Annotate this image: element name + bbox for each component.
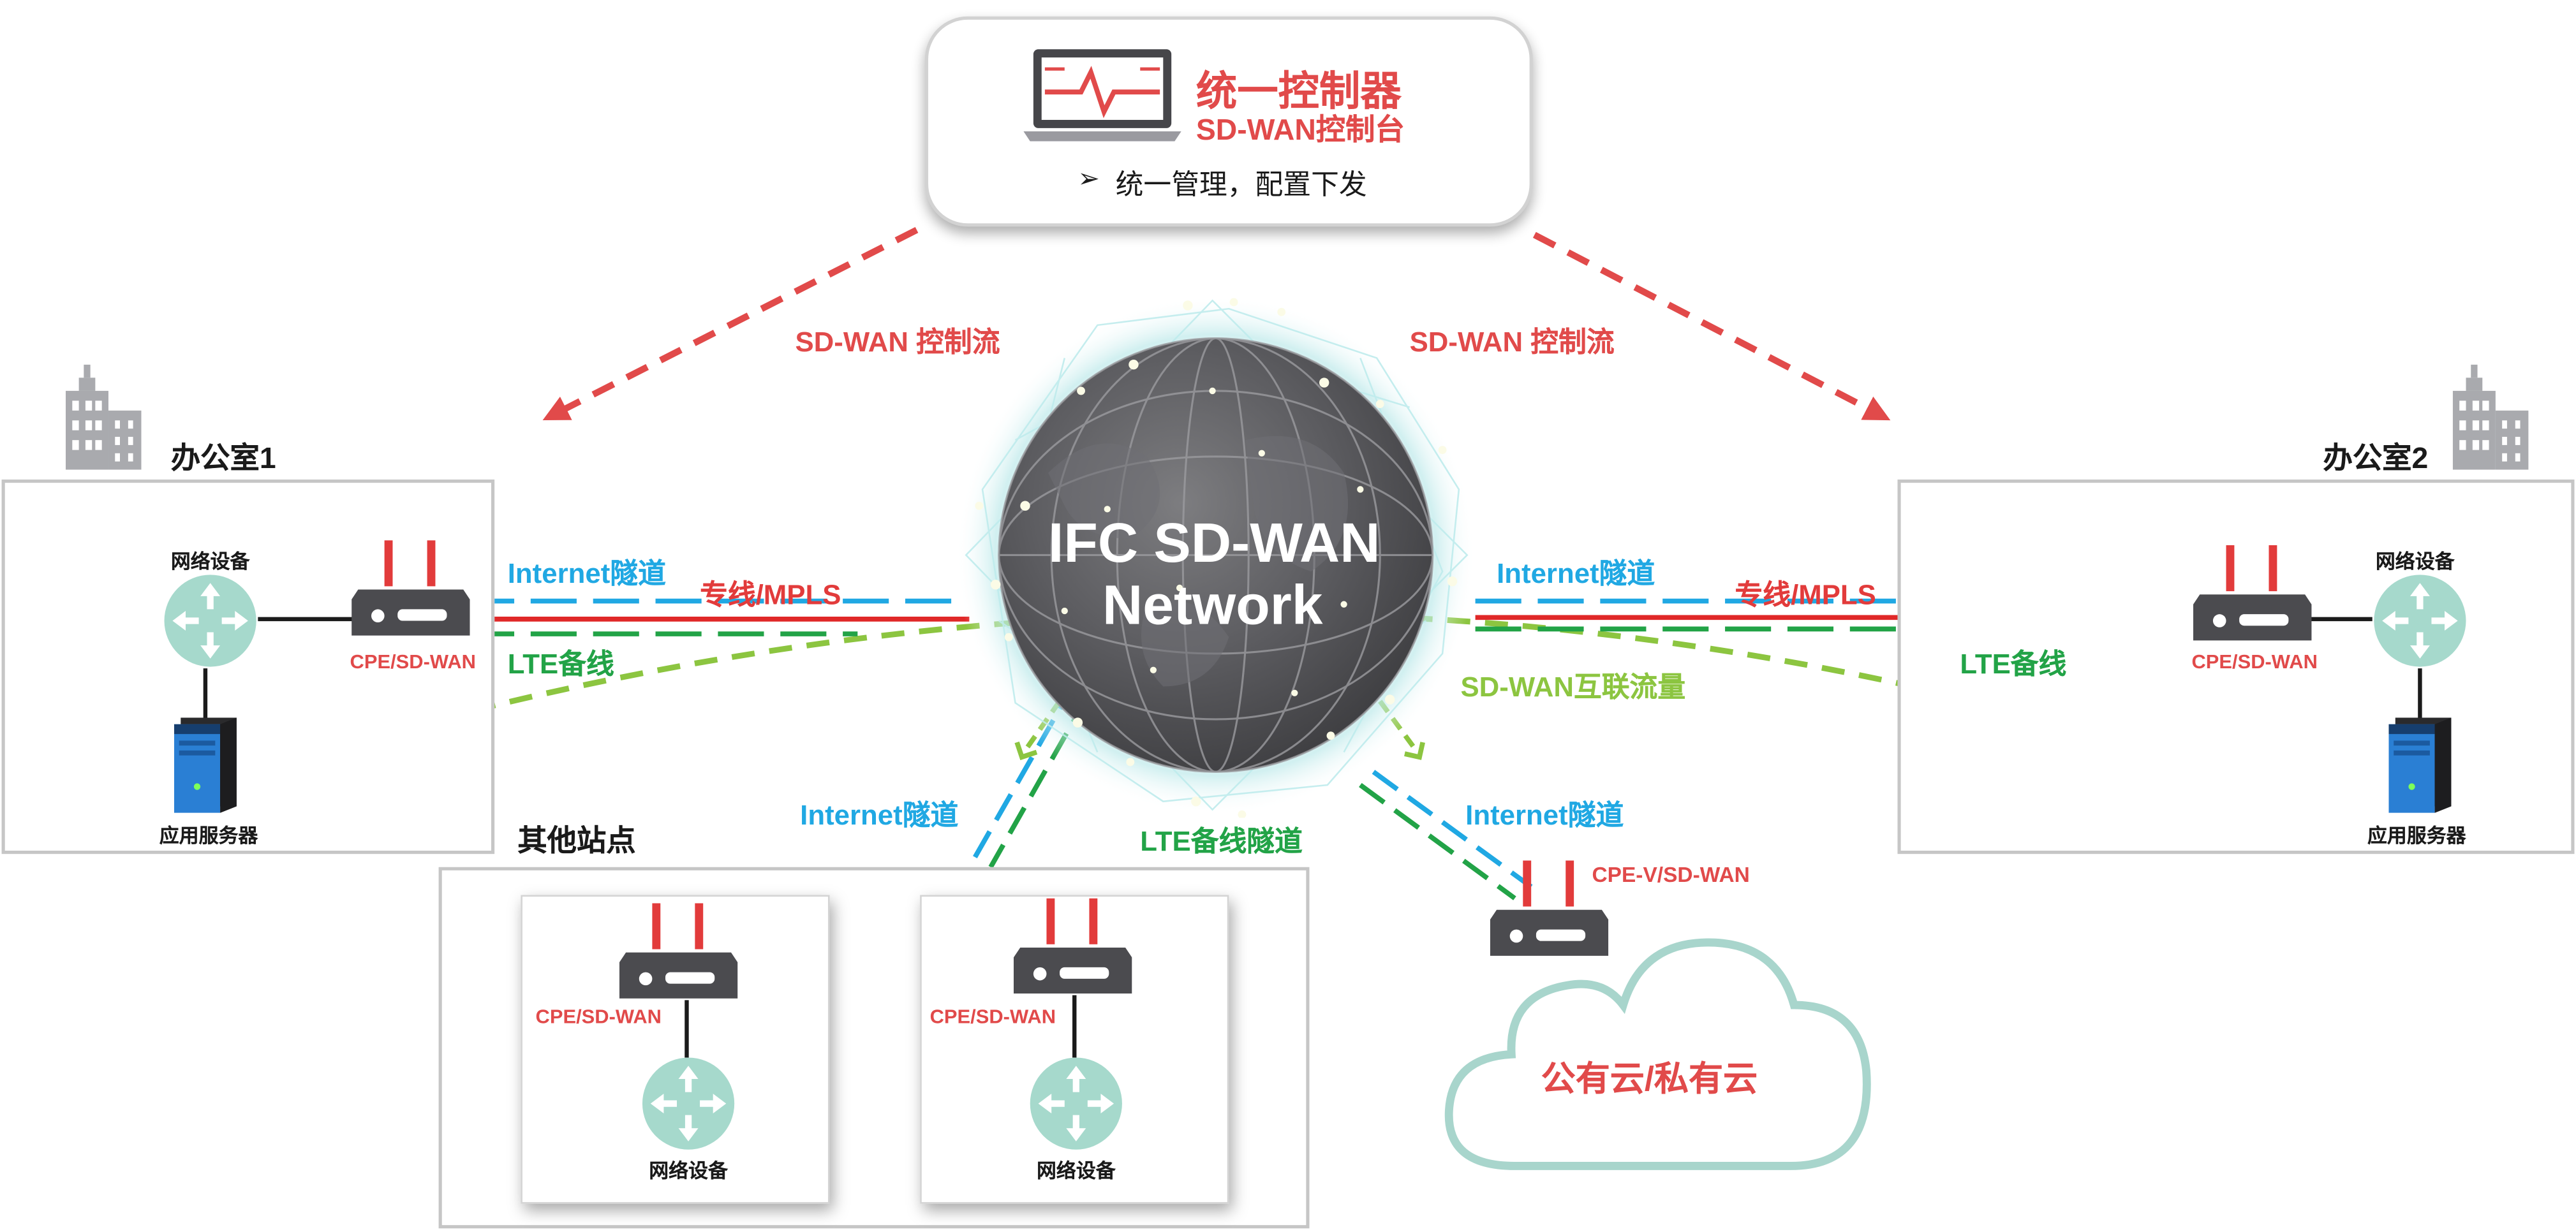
cloud-icon [1444, 938, 1871, 1170]
controller-bullet-text: 统一管理，配置下发 [1115, 169, 1367, 201]
cloud-internet-label: Internet隧道 [1465, 800, 1624, 832]
office2-server-icon [2388, 717, 2452, 813]
office2-cpe-router-icon [2193, 545, 2312, 641]
office2-network-device-label: 网络设备 [2375, 550, 2455, 573]
office2-mpls-label: 专线/MPLS [1735, 580, 1876, 612]
office1-server-icon [174, 717, 237, 813]
globe-down-arrow-left-head [1014, 741, 1038, 761]
office1-router-icon [164, 575, 256, 667]
cloud-internet-tunnel-line [1372, 770, 1533, 889]
site2-device-label: 网络设备 [1037, 1159, 1116, 1183]
office1-cpe-router-icon [352, 540, 470, 636]
sites-lte-label: LTE备线隧道 [1140, 826, 1303, 858]
control-flow-label-right: SD-WAN 控制流 [1409, 326, 1615, 358]
office2-lte-label: LTE备线 [1960, 649, 2067, 680]
building-icon-office2 [2452, 364, 2529, 470]
globe-icon [956, 295, 1476, 818]
office1-cpe-label: CPE/SD-WAN [350, 650, 476, 673]
sites-lte-line [988, 695, 1090, 869]
office2-server-label: 应用服务器 [2367, 824, 2466, 847]
controller-title: 统一控制器 [1195, 69, 1402, 115]
site2-router-icon [1030, 1057, 1122, 1150]
control-flow-label-left: SD-WAN 控制流 [795, 326, 1000, 358]
site2-cpe-label: CPE/SD-WAN [929, 1005, 1056, 1029]
cloud-cpe-router-icon [1490, 860, 1609, 956]
controller-subtitle: SD-WAN控制台 [1195, 113, 1405, 147]
site1-router-icon [642, 1057, 735, 1150]
cloud-cpe-label: CPE-V/SD-WAN [1592, 862, 1750, 887]
site1-card [521, 895, 830, 1204]
other-sites-title: 其他站点 [517, 824, 636, 858]
site1-cpe-label: CPE/SD-WAN [535, 1005, 662, 1029]
controller-bullet-arrow: ➢ [1077, 166, 1100, 194]
control-flow-arrow-right [1532, 231, 1891, 421]
site1-cpe-router-icon [619, 903, 738, 999]
globe-down-arrow-right-head [1404, 742, 1425, 760]
network-title-line1: IFC SD-WAN [1048, 512, 1381, 575]
office1-name: 办公室1 [170, 441, 276, 475]
sites-internet-tunnel-line [967, 682, 1077, 869]
office1-lte-label: LTE备线 [507, 649, 614, 680]
network-title-line2: Network [1102, 575, 1323, 638]
office1-network-device-label: 网络设备 [170, 550, 250, 573]
office1-mpls-label: 专线/MPLS [700, 580, 841, 612]
interconnect-label: SD-WAN互联流量 [1460, 671, 1686, 703]
building-icon-office1 [66, 364, 142, 470]
controller-card [924, 16, 1533, 227]
office2-cpe-label: CPE/SD-WAN [2191, 650, 2318, 673]
office1-server-label: 应用服务器 [159, 824, 258, 847]
office2-box [1897, 479, 2575, 854]
site2-cpe-router-icon [1013, 898, 1132, 994]
office2-router-icon [2374, 575, 2466, 667]
control-flow-arrow-left [542, 226, 919, 421]
monitor-icon [1023, 49, 1181, 142]
cloud-lte-line [1359, 782, 1516, 900]
sites-internet-label: Internet隧道 [800, 800, 959, 832]
office2-name: 办公室2 [2323, 441, 2429, 475]
office1-box [1, 479, 495, 854]
office2-internet-label: Internet隧道 [1497, 558, 1655, 590]
office1-internet-label: Internet隧道 [507, 558, 666, 590]
cloud-label: 公有云/私有云 [1541, 1060, 1758, 1099]
site1-device-label: 网络设备 [649, 1159, 728, 1183]
